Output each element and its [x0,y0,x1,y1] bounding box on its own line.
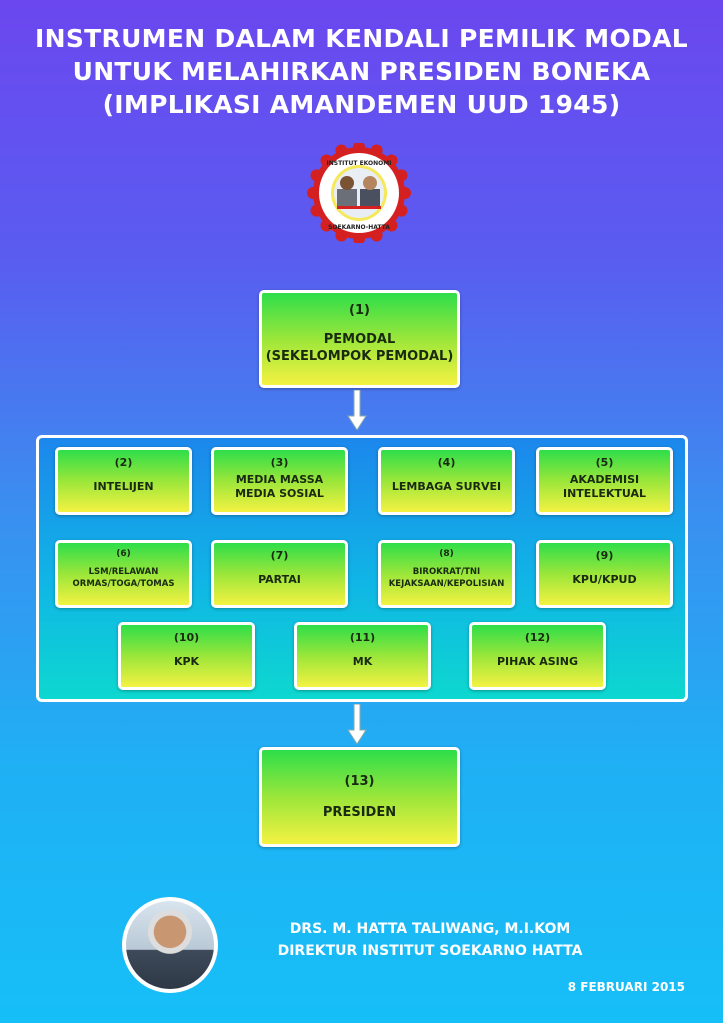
instrument-box: (9) KPU/KPUD [536,540,673,608]
box-number: (10) [173,631,200,644]
box-number: (2) [114,456,133,469]
author-position: DIREKTUR INSTITUT SOEKARNO HATTA [277,943,583,959]
author-photo [122,897,218,993]
author-name: DRS. M. HATTA TALIWANG, M.I.KOM [289,921,571,937]
box-presiden: (13) PRESIDEN [259,747,460,847]
instrument-box: (6) LSM/RELAWAN ORMAS/TOGA/TOMAS [55,540,192,608]
poster-title: INSTRUMEN DALAM KENDALI PEMILIK MODAL UN… [0,22,723,121]
box-number: (11) [349,631,376,644]
logo-text-bottom: SOEKARNO-HATTA [328,224,390,231]
box-number: (7) [270,549,289,562]
box-label: PEMODAL(SEKELOMPOK PEMODAL) [265,331,454,364]
instrument-box: (3) MEDIA MASSA MEDIA SOSIAL [211,447,348,515]
arrow-down-icon [347,704,367,744]
instrument-box: (7) PARTAI [211,540,348,608]
box-number: (8) [439,549,454,559]
box-label: MEDIA MASSA MEDIA SOSIAL [235,472,324,500]
title-line-1: INSTRUMEN DALAM KENDALI PEMILIK MODAL [35,24,688,53]
logo-text-top: INSTITUT EKONOMI [327,160,392,167]
box-label: MK [352,654,373,668]
box-number: (13) [344,774,375,789]
box-number: (1) [349,303,370,318]
box-label: INTELIJEN [93,479,154,493]
instrument-box: (10) KPK [118,622,255,690]
box-label: BIROKRAT/TNI KEJAKSAAN/KEPOLISIAN [388,567,505,589]
box-pemodal: (1) PEMODAL(SEKELOMPOK PEMODAL) [259,290,460,388]
title-line-3: (IMPLIKASI AMANDEMEN UUD 1945) [102,90,621,119]
institute-logo: INSTITUT EKONOMI SOEKARNO-HATTA [307,143,411,243]
box-label: PIHAK ASING [497,654,578,668]
box-label: LSM/RELAWAN ORMAS/TOGA/TOMAS [72,567,175,589]
instrument-box: (5) AKADEMISI INTELEKTUAL [536,447,673,515]
box-label: PRESIDEN [322,805,397,820]
box-label: KPK [173,654,200,668]
arrow-down-icon [347,390,367,430]
title-line-2: UNTUK MELAHIRKAN PRESIDEN BONEKA [72,57,651,86]
instrument-box: (11) MK [294,622,431,690]
author-block: DRS. M. HATTA TALIWANG, M.I.KOM DIREKTUR… [240,918,620,962]
box-number: (12) [524,631,551,644]
box-label: AKADEMISI INTELEKTUAL [563,472,646,500]
instrument-box: (2) INTELIJEN [55,447,192,515]
box-label: LEMBAGA SURVEI [391,479,502,493]
box-label: PARTAI [258,572,301,586]
box-label: KPU/KPUD [572,572,637,586]
box-number: (3) [270,456,289,469]
box-number: (4) [437,456,456,469]
box-number: (5) [595,456,614,469]
date: 8 FEBRUARI 2015 [567,980,685,994]
box-number: (9) [595,549,614,562]
instrument-box: (12) PIHAK ASING [469,622,606,690]
box-number: (6) [116,549,131,559]
instrument-box: (8) BIROKRAT/TNI KEJAKSAAN/KEPOLISIAN [378,540,515,608]
instrument-box: (4) LEMBAGA SURVEI [378,447,515,515]
